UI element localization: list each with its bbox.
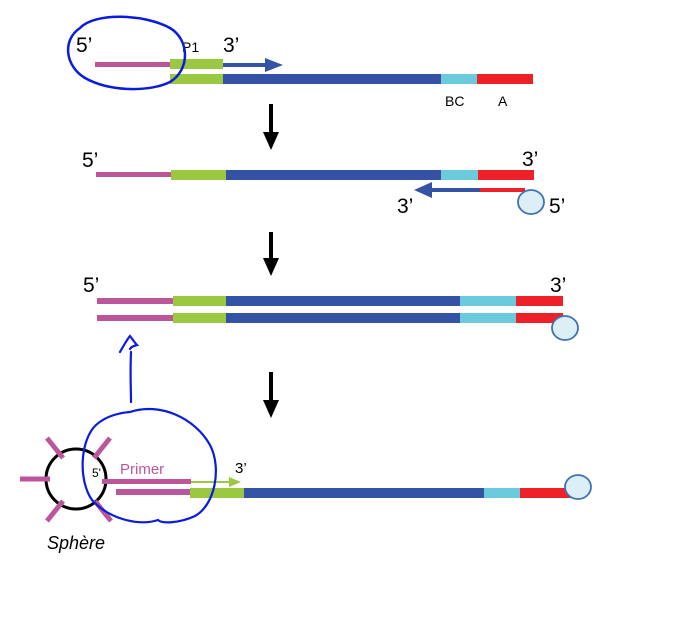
step1: 5’ P1 3’ BC A bbox=[66, 15, 533, 109]
step4-5prime-label: 5' bbox=[92, 466, 101, 480]
step1-extension-arrow bbox=[223, 58, 283, 72]
step4-template-p1-segment bbox=[190, 488, 244, 498]
step3-top-a-segment bbox=[516, 296, 563, 306]
step3-bottom-p1-segment bbox=[173, 313, 226, 323]
step2-top-template-segment bbox=[226, 170, 441, 180]
step1-bottom-p1-segment bbox=[170, 74, 223, 84]
step3-bottom-template-segment bbox=[226, 313, 460, 323]
step3-top-primer-segment bbox=[97, 298, 173, 304]
process-arrow-2 bbox=[263, 232, 279, 276]
step2-top-primer-segment bbox=[96, 172, 171, 177]
process-arrow-3 bbox=[263, 372, 279, 418]
step1-p1-label: P1 bbox=[182, 39, 199, 55]
step4-template-primer-segment bbox=[116, 489, 191, 495]
step1-bc-label: BC bbox=[445, 93, 464, 109]
step3-3prime-label: 3’ bbox=[550, 274, 566, 297]
process-arrow-1 bbox=[263, 104, 279, 150]
step1-annotation-circle bbox=[66, 15, 187, 91]
step1-5prime-label: 5’ bbox=[76, 34, 92, 57]
step3-5prime-label: 5’ bbox=[83, 274, 99, 297]
step3-top-template-segment bbox=[226, 296, 460, 306]
step2-extension-arrow bbox=[414, 182, 480, 198]
step1-bottom-a-segment bbox=[477, 74, 533, 84]
step4-primer-strand bbox=[102, 479, 191, 484]
step1-top-p1-segment bbox=[170, 59, 223, 69]
step2-top-a-segment bbox=[478, 170, 534, 180]
step1-bottom-barcode-segment bbox=[441, 74, 477, 84]
step4-extension-arrow bbox=[191, 477, 241, 487]
step2-bead bbox=[517, 189, 545, 215]
step3-bead bbox=[551, 315, 579, 341]
step1-top-primer-segment bbox=[95, 62, 170, 67]
step2-top-p1-segment bbox=[171, 170, 226, 180]
step3-bottom-barcode-segment bbox=[460, 313, 516, 323]
step2-top-barcode-segment bbox=[441, 170, 478, 180]
step1-a-label: A bbox=[498, 93, 508, 109]
step2-5prime-top-label: 5’ bbox=[82, 149, 98, 172]
step4-3prime-label: 3’ bbox=[235, 460, 247, 477]
step4-bead bbox=[564, 474, 592, 500]
step2-3prime-bottom-label: 3’ bbox=[397, 195, 413, 218]
step4-barcode-segment bbox=[484, 488, 520, 498]
step4-primer-label: Primer bbox=[120, 461, 164, 478]
step3: 5’ 3’ bbox=[83, 274, 579, 341]
step3-top-barcode-segment bbox=[460, 296, 516, 306]
step4-annotation-circle bbox=[81, 407, 217, 524]
step2-bead-primer-segment bbox=[480, 188, 525, 192]
step3-bottom-a-segment bbox=[516, 313, 563, 323]
step4: 5' Primer 3’ Sphère bbox=[20, 407, 592, 553]
step2-5prime-bottom-label: 5’ bbox=[549, 195, 565, 218]
step3-bottom-primer-segment bbox=[97, 315, 173, 321]
step2: 5’ 3’ 3’ 5’ bbox=[82, 148, 565, 218]
step4-a-segment bbox=[520, 488, 578, 498]
annotation-up-arrow bbox=[118, 334, 140, 404]
step2-3prime-top-label: 3’ bbox=[522, 148, 538, 171]
step3-top-p1-segment bbox=[173, 296, 226, 306]
step1-3prime-label: 3’ bbox=[223, 34, 239, 57]
step1-bottom-template-segment bbox=[223, 74, 441, 84]
sphere-label: Sphère bbox=[47, 533, 105, 553]
step4-template-segment bbox=[244, 488, 484, 498]
